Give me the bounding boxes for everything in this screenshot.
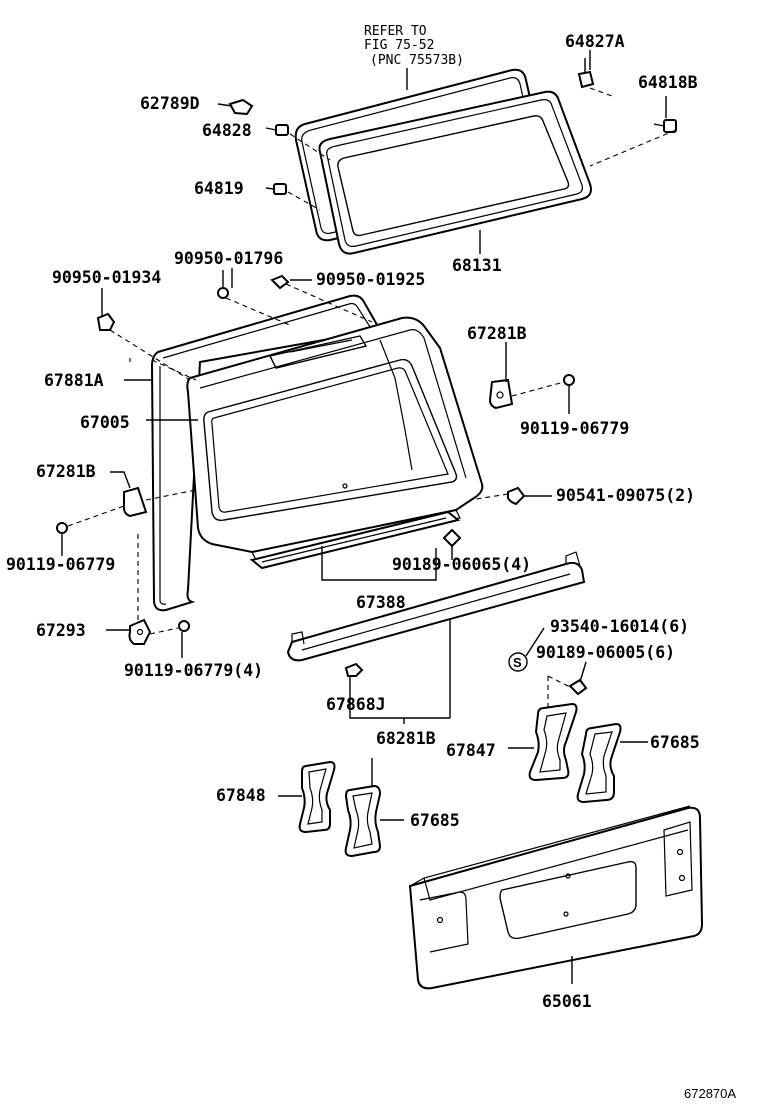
part-label-67281b-left: 67281B [36,462,96,481]
left-stopper-drawing [56,471,197,556]
grommet-drawing [442,528,462,560]
back-door-panel-drawing [186,316,484,561]
right-stopper-drawing [488,342,575,414]
hinge-drawing [106,530,190,658]
part-label-93540-16014: 93540-16014(6) [550,617,689,636]
part-label-90950-01934: 90950-01934 [52,268,161,287]
clip-drawing: S [508,627,588,710]
part-label-67293: 67293 [36,621,86,640]
s-symbol-circle [508,652,528,672]
door-fasteners-drawing [96,270,373,381]
part-label-67868j: 67868J [326,695,386,714]
part-label-90119-06779-left: 90119-06779 [6,555,115,574]
glass-clips-drawing [228,58,677,195]
part-label-64827a: 64827A [565,32,625,51]
part-label-67685-right: 67685 [650,733,700,752]
right-gaskets-drawing [508,702,648,804]
part-label-90189-06065: 90189-06065(4) [392,555,531,574]
label-leaders [101,50,667,421]
part-label-68131: 68131 [452,256,502,275]
part-label-67847: 67847 [446,741,496,760]
part-label-68281b: 68281B [376,729,436,748]
reference-note-line-2: FIG 75-52 [364,38,434,53]
part-label-90541-09075: 90541-09075(2) [556,486,695,505]
back-door-glass-drawing [318,90,592,255]
part-label-67005: 67005 [80,413,130,432]
hinge-rail-drawing [249,510,461,570]
back-panel-drawing [408,805,704,990]
glass-dashed-leaders [287,87,677,211]
part-label-62789d: 62789D [140,94,200,113]
part-label-67388: 67388 [356,593,406,612]
part-label-67685-left: 67685 [410,811,460,830]
s-symbol: S [513,655,522,670]
part-label-90950-01925: 90950-01925 [316,270,425,289]
part-label-90189-06005: 90189-06005(6) [536,643,675,662]
part-label-64818b: 64818B [638,73,698,92]
part-label-90950-01796: 90950-01796 [174,249,283,268]
hinge-rail-leader [321,546,437,581]
figure-id: 672870A [684,1086,736,1101]
part-label-65061: 65061 [542,992,592,1011]
part-label-67281b-right: 67281B [467,324,527,343]
part-label-64828: 64828 [202,121,252,140]
back-door-weatherstrip-drawing [150,294,382,612]
part-number-labels: 64827A 64818B 62789D 64828 64819 68131 9… [6,32,736,1101]
reference-note: REFER TO FIG 75-52 (PNC 75573B) [364,24,464,90]
left-gaskets-drawing [278,758,404,858]
reference-note-line-3: (PNC 75573B) [370,53,464,68]
nut-drawing [469,486,552,506]
lower-trim-drawing [286,551,586,724]
part-label-90119-06779-4: 90119-06779(4) [124,661,263,680]
part-label-67881a: 67881A [44,371,104,390]
reference-note-line-1: REFER TO [364,24,427,39]
part-label-67848: 67848 [216,786,266,805]
part-label-90119-06779-right: 90119-06779 [520,419,629,438]
part-label-64819: 64819 [194,179,244,198]
